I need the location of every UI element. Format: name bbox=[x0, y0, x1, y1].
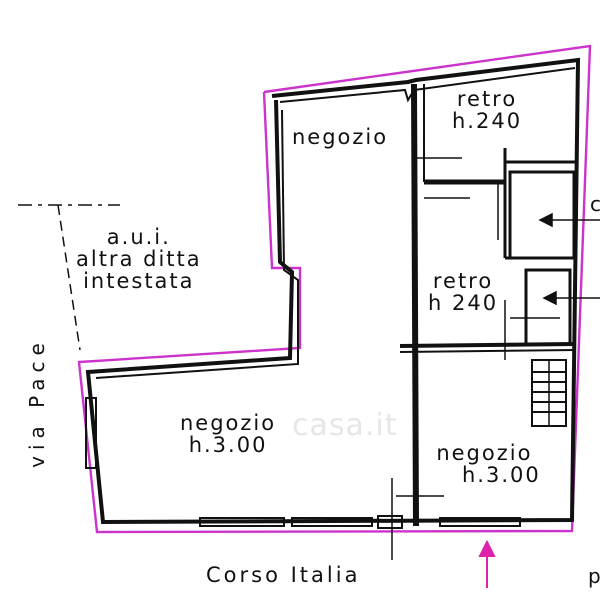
neighbour-label: a.u.i. altra ditta intestata bbox=[76, 226, 202, 292]
section-lines bbox=[18, 204, 120, 351]
cut-arrows bbox=[538, 212, 600, 306]
room-height: h 240 bbox=[428, 291, 499, 316]
street-label-via-pace: via Pace bbox=[24, 337, 49, 468]
room-label-negozio-front-left: negozio h.3.00 bbox=[180, 412, 276, 456]
interior-walls bbox=[85, 83, 576, 560]
storefront-windows bbox=[199, 515, 521, 529]
room-height: h.3.00 bbox=[188, 433, 268, 458]
room-name: retro bbox=[456, 87, 518, 111]
room-height: h.3.00 bbox=[462, 463, 541, 488]
room-name: negozio bbox=[180, 411, 277, 435]
room-label-retro-mid: retro h 240 bbox=[428, 270, 498, 314]
cut-label-bottom: p bbox=[588, 564, 600, 588]
room-label-negozio-rear: negozio bbox=[292, 126, 388, 148]
neighbour-line-2: altra ditta bbox=[76, 247, 202, 272]
room-label-negozio-front-right: negozio h.3.00 bbox=[428, 442, 541, 486]
room-label-retro-top: retro h.240 bbox=[452, 88, 522, 132]
neighbour-line-3: intestata bbox=[83, 269, 195, 294]
cut-label-top: c bbox=[590, 192, 600, 216]
room-name: negozio bbox=[292, 125, 389, 149]
street-label-corso-italia: Corso Italia bbox=[206, 563, 361, 587]
neighbour-code: a.u.i. bbox=[106, 225, 171, 249]
room-name: negozio bbox=[436, 441, 533, 465]
walls bbox=[85, 57, 581, 525]
watermark: casa.it bbox=[292, 408, 398, 443]
room-name: retro bbox=[432, 269, 494, 293]
property-outline bbox=[77, 44, 592, 534]
entrance-arrow bbox=[478, 539, 496, 588]
room-height: h.240 bbox=[452, 109, 523, 134]
